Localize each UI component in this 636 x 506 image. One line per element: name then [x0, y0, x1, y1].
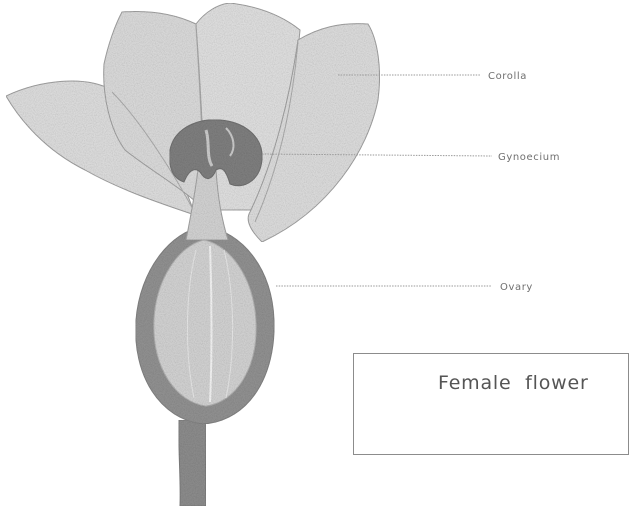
corolla-label: Corolla	[488, 71, 527, 82]
ovary-label: Ovary	[500, 282, 533, 293]
ovary	[136, 226, 274, 424]
caption-box: Female flower	[353, 353, 629, 455]
gynoecium-label: Gynoecium	[498, 152, 560, 163]
flower-stalk	[179, 420, 206, 506]
caption-title: Female flower	[438, 372, 589, 394]
